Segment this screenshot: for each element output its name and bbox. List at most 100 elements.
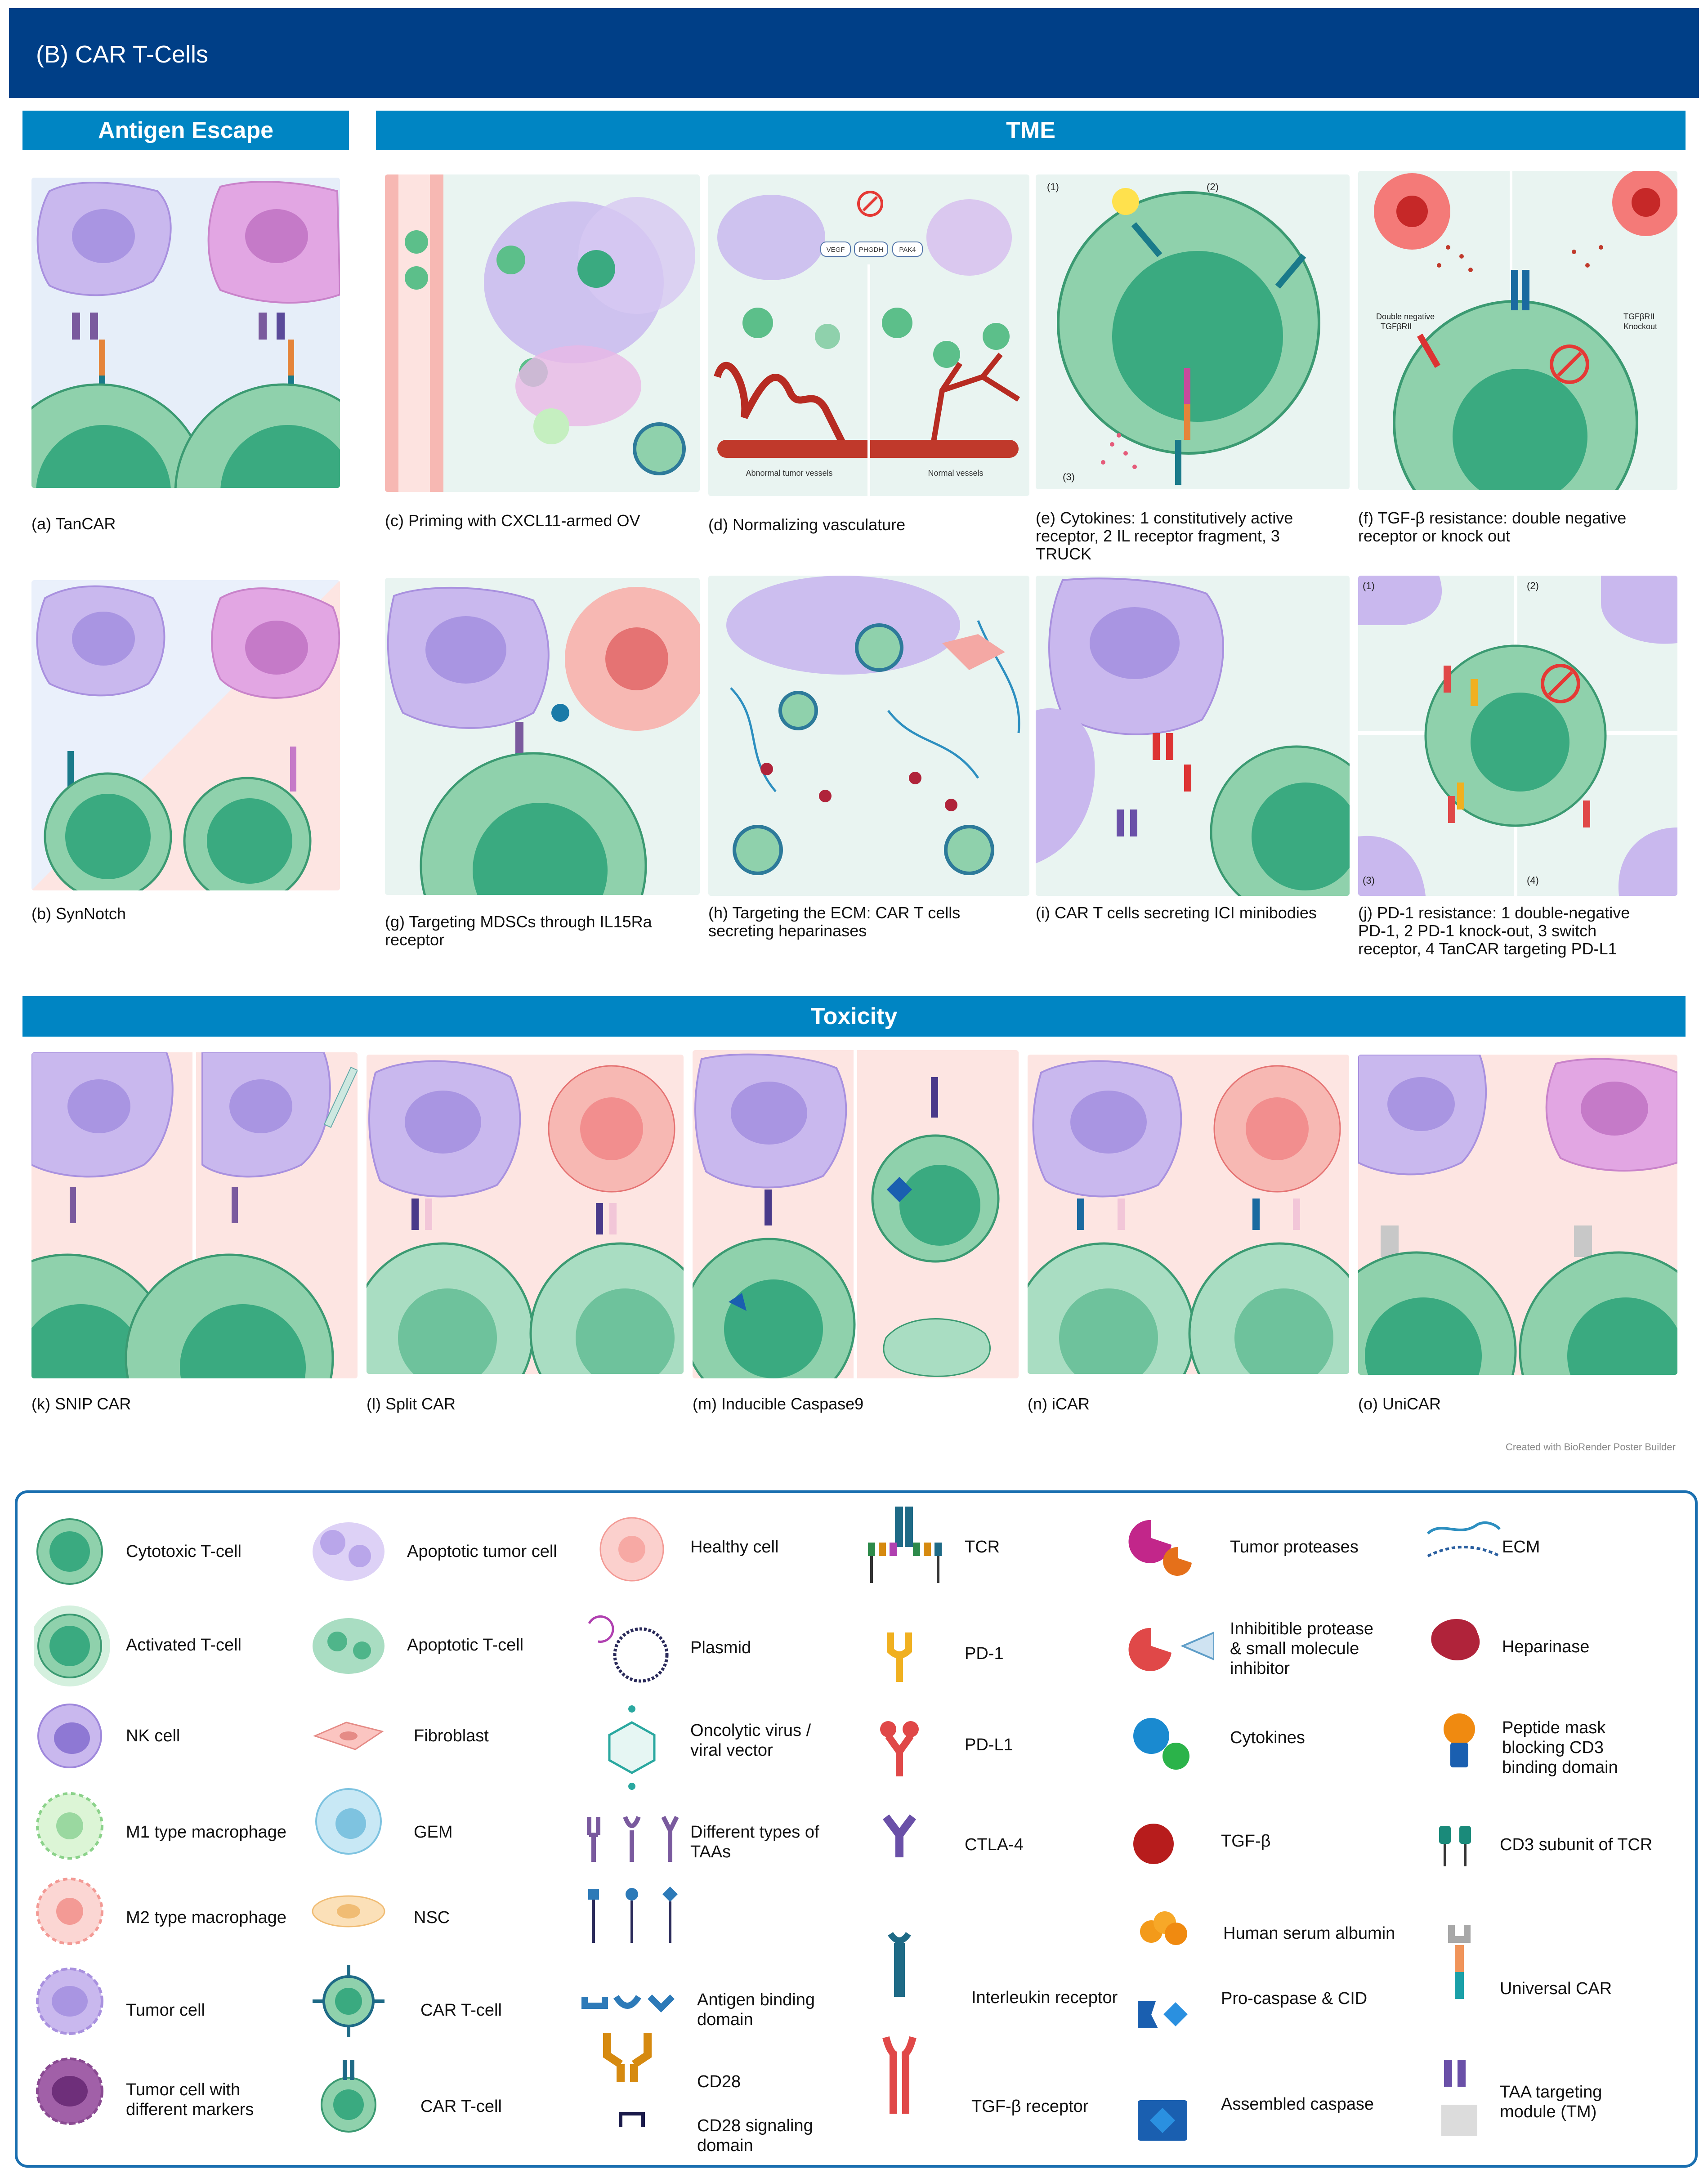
svg-text:Knockout: Knockout bbox=[1623, 322, 1657, 331]
legend-pdl1: PD-L1 bbox=[965, 1735, 1013, 1754]
procaspase-cid-icon bbox=[1138, 2001, 1188, 2028]
legend-car-tcell-2: CAR T-cell bbox=[420, 2097, 502, 2116]
panel-n-icar bbox=[1028, 1055, 1349, 1374]
caption-d: (d) Normalizing vasculature bbox=[708, 515, 906, 534]
nk-cell-icon bbox=[37, 1704, 102, 1768]
legend-box bbox=[15, 1490, 1698, 2168]
panel-l-split bbox=[367, 1055, 684, 1374]
legend-tgfb: TGF-β bbox=[1221, 1832, 1271, 1851]
legend-pd1: PD-1 bbox=[965, 1644, 1004, 1663]
interleukin-receptor-icon bbox=[888, 1932, 911, 1997]
m1-macrophage-icon bbox=[36, 1792, 103, 1860]
legend-tcr: TCR bbox=[965, 1538, 1000, 1556]
panel-a-tancar bbox=[31, 178, 340, 488]
legend-m1-macrophage: M1 type macrophage bbox=[126, 1823, 286, 1842]
cd28-signaling-domain-icon bbox=[619, 2112, 645, 2127]
legend-cd28: CD28 bbox=[697, 2072, 741, 2091]
fibroblast-icon bbox=[313, 1722, 384, 1750]
panel-k-snip bbox=[31, 1052, 358, 1378]
legend-col6-icons bbox=[1426, 1521, 1501, 2136]
section-antigen-escape: Antigen Escape bbox=[22, 111, 349, 150]
universal-car-icon bbox=[1448, 1925, 1471, 1999]
healthy-cell-icon bbox=[599, 1517, 664, 1582]
legend-procaspase-cid: Pro-caspase & CID bbox=[1221, 1989, 1368, 2008]
legend-col2-icons bbox=[312, 1522, 385, 2133]
inhibitible-protease-icon bbox=[1128, 1628, 1214, 1671]
d-label-right: Normal vessels bbox=[928, 469, 983, 478]
caption-m: (m) Inducible Caspase9 bbox=[693, 1395, 864, 1413]
panel-g-mdsc bbox=[385, 578, 700, 895]
car-tcell-icon bbox=[321, 2060, 376, 2133]
caption-o: (o) UniCAR bbox=[1358, 1395, 1441, 1413]
panel-b-synnotch bbox=[31, 580, 340, 890]
panel-i-minibodies bbox=[1036, 576, 1350, 896]
legend-nsc: NSC bbox=[414, 1908, 450, 1927]
legend-nk-cell: NK cell bbox=[126, 1726, 180, 1745]
legend-ctla4: CTLA-4 bbox=[965, 1835, 1024, 1854]
legend-m2-macrophage: M2 type macrophage bbox=[126, 1908, 286, 1927]
tumor-proteases-icon bbox=[1128, 1520, 1192, 1576]
panel-d-vasculature: Abnormal tumor vessels Normal vessels VE… bbox=[708, 174, 1029, 496]
assembled-caspase-icon bbox=[1138, 2100, 1187, 2141]
legend-col4-icons bbox=[868, 1507, 942, 2114]
panel-h-ecm bbox=[708, 576, 1029, 896]
plasmid-icon bbox=[588, 1615, 669, 1683]
cd3-subunit-icon bbox=[1439, 1826, 1471, 1866]
svg-text:(1): (1) bbox=[1363, 580, 1375, 591]
legend-assembled-caspase: Assembled caspase bbox=[1221, 2095, 1374, 2114]
svg-text:(3): (3) bbox=[1063, 471, 1075, 483]
section-tme: TME bbox=[376, 111, 1686, 150]
legend-plasmid: Plasmid bbox=[690, 1638, 751, 1657]
d-label-left: Abnormal tumor vessels bbox=[746, 469, 832, 478]
panel-j-pd1: (1) (2) (3) (4) bbox=[1358, 576, 1677, 896]
tgfb-icon bbox=[1133, 1824, 1174, 1864]
legend-apoptotic-tcell: Apoptotic T-cell bbox=[407, 1636, 524, 1655]
taa-targeting-module-icon bbox=[1441, 2060, 1477, 2136]
cytokines-icon bbox=[1133, 1718, 1189, 1770]
legend-tgfb-receptor: TGF-β receptor bbox=[971, 2097, 1089, 2116]
legend-cytotoxic-tcell: Cytotoxic T-cell bbox=[126, 1542, 241, 1561]
svg-text:TGFβRII: TGFβRII bbox=[1381, 322, 1412, 331]
legend-fibroblast: Fibroblast bbox=[414, 1726, 489, 1745]
gem-icon bbox=[315, 1788, 382, 1855]
legend-cytokines: Cytokines bbox=[1230, 1728, 1305, 1747]
section-toxicity: Toxicity bbox=[22, 996, 1686, 1037]
tumor-cell-different-markers-icon bbox=[36, 2057, 103, 2125]
svg-text:(2): (2) bbox=[1527, 580, 1539, 591]
svg-text:PHGDH: PHGDH bbox=[859, 246, 883, 254]
panel-c-cxcl11 bbox=[385, 174, 700, 492]
car-tcell-spiky-icon bbox=[313, 1965, 385, 2037]
pdl1-icon bbox=[880, 1721, 919, 1776]
caption-c: (c) Priming with CXCL11-armed OV bbox=[385, 511, 640, 530]
credit-text: Created with BioRender Poster Builder bbox=[1506, 1441, 1676, 1453]
legend-car-tcell-1: CAR T-cell bbox=[420, 2001, 502, 2020]
legend-heparinase: Heparinase bbox=[1502, 1637, 1590, 1656]
panel-o-unicar bbox=[1358, 1055, 1677, 1375]
caption-k: (k) SNIP CAR bbox=[31, 1395, 131, 1413]
legend-gem: GEM bbox=[414, 1823, 453, 1842]
m2-macrophage-icon bbox=[36, 1878, 103, 1945]
ecm-icon bbox=[1426, 1521, 1501, 1557]
pd1-icon bbox=[887, 1632, 912, 1682]
apoptotic-tcell-icon bbox=[313, 1618, 385, 1674]
legend-interleukin-receptor: Interleukin receptor bbox=[971, 1988, 1118, 2007]
svg-text:Double negative: Double negative bbox=[1376, 312, 1435, 321]
legend-oncolytic-virus: Oncolytic virus /viral vector bbox=[690, 1721, 811, 1760]
ctla4-icon bbox=[882, 1814, 917, 1857]
apoptotic-tumor-cell-icon bbox=[313, 1522, 385, 1581]
panel-m-caspase9 bbox=[693, 1050, 1019, 1378]
legend-ecm: ECM bbox=[1502, 1538, 1540, 1556]
svg-text:(1): (1) bbox=[1047, 181, 1059, 192]
legend-col1-icons bbox=[34, 1518, 110, 2125]
svg-text:PAK4: PAK4 bbox=[899, 246, 916, 254]
tumor-cell-icon bbox=[36, 1968, 103, 2035]
legend-apoptotic-tumor: Apoptotic tumor cell bbox=[407, 1542, 557, 1561]
caption-b: (b) SynNotch bbox=[31, 904, 126, 923]
